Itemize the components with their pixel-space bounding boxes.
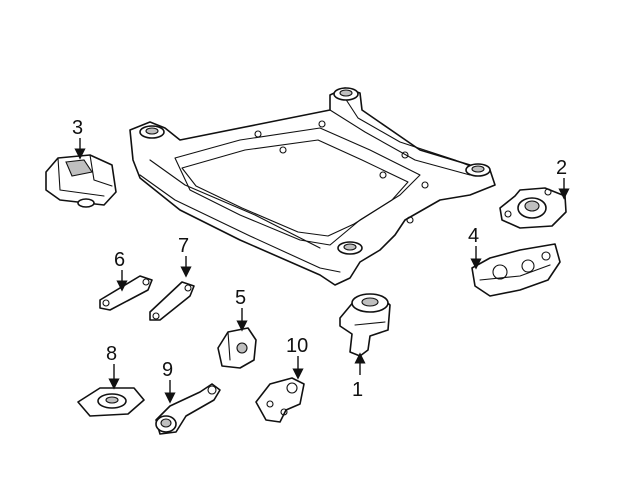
- part-2-mount: [499, 187, 567, 229]
- part-3-mount: [45, 154, 117, 208]
- callout-8: 8: [106, 343, 117, 365]
- part-10-bracket: [255, 377, 305, 423]
- callout-9: 9: [162, 359, 173, 381]
- part-1-mount: [339, 293, 391, 357]
- callout-6: 6: [114, 249, 125, 271]
- callout-5: 5: [235, 287, 246, 309]
- subframe-crossmember: [129, 87, 496, 286]
- callout-7: 7: [178, 235, 189, 257]
- callout-1: 1: [352, 379, 363, 401]
- part-4-bracket: [471, 243, 561, 297]
- callout-10: 10: [286, 335, 308, 357]
- part-7-link: [149, 281, 195, 321]
- part-5-mount: [217, 327, 257, 369]
- part-6-link: [99, 275, 153, 311]
- part-8-plate: [77, 387, 145, 417]
- callout-3: 3: [72, 117, 83, 139]
- callout-4: 4: [468, 225, 479, 247]
- callout-2: 2: [556, 157, 567, 179]
- part-9-torque-rod: [155, 383, 221, 435]
